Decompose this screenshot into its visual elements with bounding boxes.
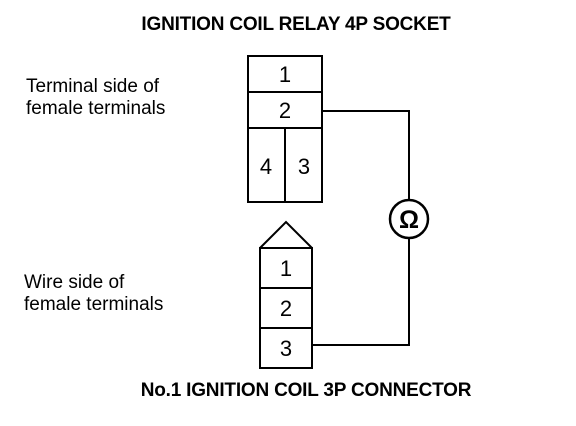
coil-terminal-3: 3 (280, 336, 292, 361)
coil-connector-latch (259, 220, 313, 249)
relay-terminal-2: 2 (279, 98, 291, 123)
relay-terminal-4: 4 (260, 154, 272, 179)
relay-terminal-3: 3 (298, 154, 310, 179)
ohmmeter-icon: Ω (388, 198, 430, 240)
coil-connector-outline (259, 247, 313, 369)
coil-terminal-2: 2 (280, 296, 292, 321)
wire-meter-to-coil (312, 238, 410, 346)
relay-socket-title: IGNITION COIL RELAY 4P SOCKET (141, 14, 451, 35)
ohm-symbol: Ω (399, 206, 419, 234)
relay-socket-side-label-line2: female terminals (26, 98, 166, 119)
coil-connector (259, 220, 313, 369)
relay-socket-side-label-line1: Terminal side of (26, 76, 160, 97)
coil-connector-side-label: Wire side of female terminals (24, 272, 163, 316)
relay-socket (247, 55, 323, 203)
relay-socket-side-label: Terminal side of female terminals (26, 76, 165, 120)
coil-connector-title: No.1 IGNITION COIL 3P CONNECTOR (140, 380, 472, 401)
relay-terminal-1: 1 (279, 62, 291, 87)
coil-connector-side-label-line2: female terminals (24, 294, 164, 315)
coil-terminal-1: 1 (280, 256, 292, 281)
wire-relay-to-meter (322, 110, 410, 200)
coil-connector-side-label-line1: Wire side of (24, 272, 125, 293)
